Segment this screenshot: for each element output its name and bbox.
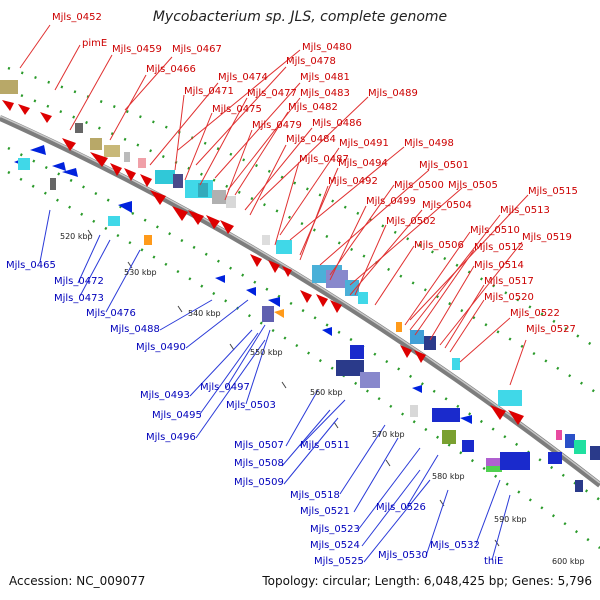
forward-gene-label-22: Mjls_0501 [419, 160, 469, 171]
reverse-gene-label-6: Mjls_0493 [140, 390, 190, 401]
forward-genes [0, 80, 600, 460]
reverse-gene-label-0: Mjls_0465 [6, 260, 56, 271]
reverse-gene-label-19: Mjls_0524 [310, 540, 360, 551]
forward-gene-label-37: Mjls_0520 [484, 292, 534, 303]
forward-gene-label-1: pimE [82, 38, 108, 49]
forward-gene-label-9: Mjls_0481 [300, 72, 350, 83]
forward-gene-label-38: Mjls_0522 [510, 308, 560, 319]
forward-gene-label-17: Mjls_0484 [286, 134, 336, 145]
forward-gene-label-27: Mjls_0504 [422, 200, 472, 211]
reverse-gene-label-12: Mjls_0511 [300, 440, 350, 451]
forward-gene-label-29: Mjls_0502 [386, 216, 436, 227]
forward-gene-label-0: Mjls_0452 [52, 12, 102, 23]
topology-text: Topology: circular; Length: 6,048,425 bp… [262, 574, 592, 588]
forward-gene-label-23: Mjls_0492 [328, 176, 378, 187]
forward-gene-label-11: Mjls_0477 [247, 88, 297, 99]
reverse-gene-label-10: Mjls_0496 [146, 432, 196, 443]
reverse-gene-label-7: Mjls_0497 [200, 382, 250, 393]
forward-gene-label-13: Mjls_0489 [368, 88, 418, 99]
reverse-gene-label-20: Mjls_0525 [314, 556, 364, 567]
reverse-gene-label-16: Mjls_0521 [300, 506, 350, 517]
forward-gene-label-35: Mjls_0514 [474, 260, 524, 271]
reverse-gene-label-3: Mjls_0476 [86, 308, 136, 319]
accession-text: Accession: NC_009077 [9, 574, 146, 588]
reverse-gene-label-1: Mjls_0472 [54, 276, 104, 287]
forward-gene-label-14: Mjls_0482 [288, 102, 338, 113]
reverse-gene-label-21: Mjls_0530 [378, 550, 428, 561]
forward-gene-label-10: Mjls_0475 [212, 104, 262, 115]
reverse-gene-label-22: Mjls_0532 [430, 540, 480, 551]
reverse-genes [14, 145, 583, 492]
reverse-gene-label-5: Mjls_0490 [136, 342, 186, 353]
forward-gene-label-20: Mjls_0487 [299, 154, 349, 165]
forward-gene-label-6: Mjls_0474 [218, 72, 268, 83]
reverse-gene-label-11: Mjls_0507 [234, 440, 284, 451]
forward-gene-label-4: Mjls_0466 [146, 64, 196, 75]
reverse-gene-label-2: Mjls_0473 [54, 293, 104, 304]
forward-gene-label-7: Mjls_0478 [286, 56, 336, 67]
forward-gene-label-31: Mjls_0510 [470, 225, 520, 236]
map-title: Mycobacterium sp. JLS, complete genome [152, 9, 448, 25]
forward-gene-label-24: Mjls_0500 [394, 180, 444, 191]
tick-marks [87, 229, 500, 547]
forward-gene-label-3: Mjls_0467 [172, 44, 222, 55]
reverse-gene-label-18: Mjls_0526 [376, 502, 426, 513]
forward-gene-label-36: Mjls_0517 [484, 276, 534, 287]
reverse-gene-label-13: Mjls_0508 [234, 458, 284, 469]
reverse-gene-label-23: thiE [484, 556, 504, 567]
reverse-gene-label-14: Mjls_0509 [234, 477, 284, 488]
reverse-gene-label-8: Mjls_0495 [152, 410, 202, 421]
forward-gene-label-32: Mjls_0506 [414, 240, 464, 251]
forward-gene-label-12: Mjls_0483 [300, 88, 350, 99]
forward-leaders [19, 24, 529, 386]
forward-gene-label-2: Mjls_0459 [112, 44, 162, 55]
reverse-gene-label-4: Mjls_0488 [110, 324, 160, 335]
reverse-leaders [39, 209, 511, 563]
forward-gene-label-34: Mjls_0519 [522, 232, 572, 243]
reverse-gene-label-9: Mjls_0503 [226, 400, 276, 411]
forward-gene-label-16: Mjls_0486 [312, 118, 362, 129]
forward-gene-label-18: Mjls_0491 [339, 138, 389, 149]
forward-gene-label-21: Mjls_0494 [338, 158, 388, 169]
forward-gene-label-33: Mjls_0512 [474, 242, 524, 253]
genome-backbone [0, 115, 600, 488]
forward-gene-label-19: Mjls_0498 [404, 138, 454, 149]
reverse-gene-label-17: Mjls_0523 [310, 524, 360, 535]
forward-gene-label-30: Mjls_0513 [500, 205, 550, 216]
forward-gene-label-28: Mjls_0515 [528, 186, 578, 197]
forward-gene-label-15: Mjls_0479 [252, 120, 302, 131]
forward-gene-label-8: Mjls_0471 [184, 86, 234, 97]
forward-gene-label-39: Mjls_0527 [526, 324, 576, 335]
reverse-gene-label-15: Mjls_0518 [290, 490, 340, 501]
forward-gene-label-25: Mjls_0505 [448, 180, 498, 191]
forward-gene-label-26: Mjls_0499 [366, 196, 416, 207]
forward-gene-label-5: Mjls_0480 [302, 42, 352, 53]
